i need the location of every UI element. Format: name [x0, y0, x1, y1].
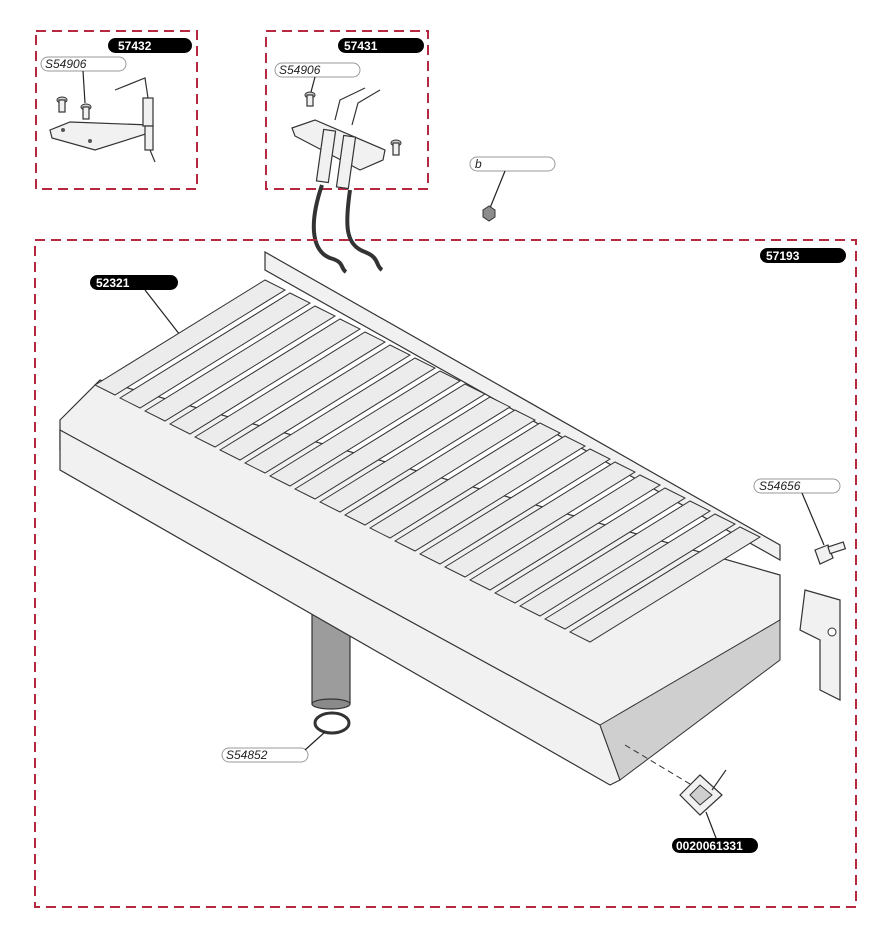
kit-57431-label: 57431	[344, 39, 378, 53]
kit-57431-label-bg	[338, 38, 424, 53]
screw-icon	[56, 96, 92, 120]
seal-ring-leader	[304, 731, 326, 751]
side-shade	[599, 619, 781, 781]
gasket-label-bg	[672, 838, 758, 853]
bracket-hole	[827, 627, 837, 637]
electrode-bracket-icon	[49, 77, 156, 163]
burner-ramp-label-bg	[90, 275, 178, 290]
front-manifold	[59, 428, 621, 786]
screw-s54906-2-label-bg	[274, 62, 361, 78]
kit-57431-group: 57431 S54906	[265, 30, 429, 274]
kit-57432-frame	[35, 30, 198, 190]
bolt-icon	[814, 541, 847, 565]
bolt-label-bg	[753, 478, 841, 494]
gasket-label: 0020061331	[676, 839, 743, 853]
part-b-label-bg	[469, 156, 556, 172]
bolt-leader	[801, 492, 825, 546]
screw-leader	[82, 70, 86, 104]
kit-57432-group: 57432 S54906	[35, 30, 198, 190]
burner-blades	[93, 279, 762, 643]
mounting-bracket	[799, 589, 841, 701]
bolt-label: S54656	[759, 479, 801, 493]
screw-leader-2	[310, 76, 316, 93]
gasket-leader	[705, 811, 717, 839]
kit-57432-label: 57432	[118, 39, 152, 53]
double-electrode-icon	[291, 87, 386, 190]
seal-ring-icon	[313, 711, 351, 735]
nut-icon	[482, 205, 496, 222]
ignition-cables	[311, 184, 384, 274]
screw-s54906-label: S54906	[45, 57, 87, 71]
gasket-icon	[679, 769, 727, 816]
seal-ring-label: S54852	[226, 748, 268, 762]
screw-s54906-2-label: S54906	[279, 63, 321, 77]
burner-ramp-label: 52321	[96, 276, 130, 290]
kit-57432-label-bg	[108, 38, 192, 53]
burner-assembly-group: 57193 52321	[34, 239, 857, 908]
burner-ramp-leader	[144, 289, 181, 336]
gasket-guide-line	[624, 744, 701, 791]
part-b-label: b	[475, 157, 482, 171]
burner-assembly-frame	[34, 239, 857, 908]
screw-icon	[304, 91, 402, 156]
burner-assembly-label-bg	[760, 248, 846, 263]
seal-ring-label-bg	[221, 747, 309, 763]
burner-assembly-label: 57193	[766, 249, 800, 263]
part-b-leader	[489, 170, 506, 209]
part-b-group: b	[469, 156, 556, 222]
